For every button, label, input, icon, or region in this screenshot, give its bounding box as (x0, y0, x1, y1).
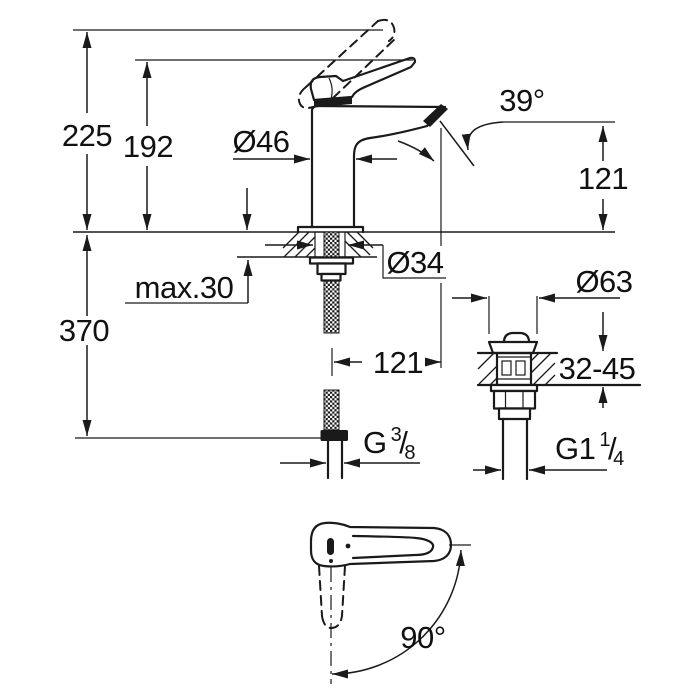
threaded-shank-hose (323, 231, 340, 334)
dimension-lines (73, 29, 620, 475)
drain-locknut (492, 389, 537, 410)
lever-down-dashed (318, 565, 346, 617)
dimension-labels: 225 192 Ø46 39° 121 max.30 Ø34 370 121 Ø… (59, 83, 636, 655)
drain-cap-dome (502, 331, 531, 344)
flow-direction-arrow (397, 140, 435, 162)
faucet-side-view (73, 18, 615, 480)
angle-39-label: 39° (499, 83, 544, 118)
cartridge-gap (314, 96, 352, 108)
basin-hatch-left (477, 352, 498, 386)
lever-handle (309, 56, 417, 102)
dim-370-label: 370 (59, 313, 109, 348)
basin-hatch-right (530, 352, 556, 386)
dim-121-bottom-label: 121 (373, 345, 423, 380)
dim-225-label: 225 (62, 118, 112, 153)
drain-detail-view (476, 296, 642, 481)
lever-raised-dashed (305, 20, 379, 88)
angle-leader (461, 121, 504, 151)
dim-192-label: 192 (123, 129, 173, 164)
supply-pipe (326, 439, 344, 480)
faucet-body (310, 104, 447, 229)
max-30-label: max.30 (135, 270, 234, 305)
swivel-arc (331, 549, 465, 679)
flexible-hose (323, 389, 340, 431)
hose-connector-nut (320, 430, 348, 441)
aerator (423, 104, 448, 127)
spout-underside (352, 124, 429, 229)
drain-body (495, 351, 533, 387)
dia-46-label: Ø46 (232, 124, 289, 159)
drain-tailpipe (501, 417, 529, 481)
lever-inner-contour (351, 534, 435, 560)
dia-34-label: Ø34 (386, 245, 443, 280)
lever-top-view (309, 521, 471, 684)
base-flange (296, 225, 365, 234)
angle-90-label: 90° (400, 620, 445, 655)
dia-63-label: Ø63 (575, 264, 632, 299)
drain-cap (487, 340, 539, 355)
range-32-45-label: 32-45 (559, 351, 636, 386)
lever-slot (327, 538, 334, 555)
mounting-nut (316, 262, 347, 276)
dim-121-right-label: 121 (578, 161, 628, 196)
